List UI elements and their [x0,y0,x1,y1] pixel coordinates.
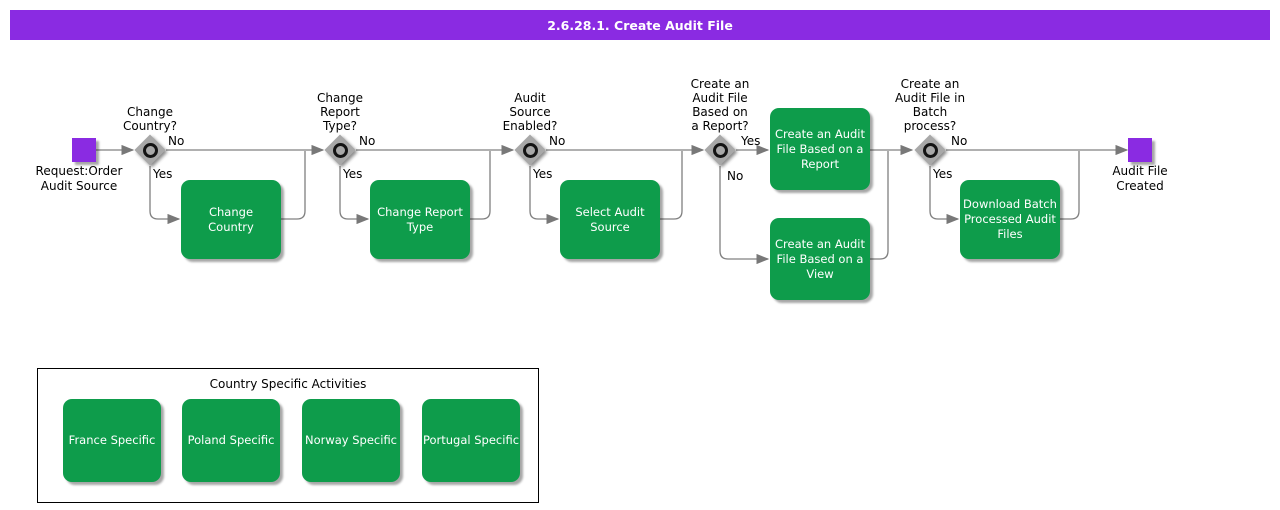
activity-create-audit-file-view[interactable]: Create an Audit File Based on a View [770,218,870,300]
branch-label-no: No [359,134,376,148]
activity-label: Portugal Specific [422,433,520,447]
branch-label-yes: Yes [533,167,553,181]
decision-question-based-on-report: Create an Audit File Based on a Report? [690,77,750,133]
branch-label-yes: Yes [153,167,173,181]
decision-question-change-report-type: Change Report Type? [317,91,363,133]
connector-download-batch-merge [1060,151,1080,220]
activity-poland-specific[interactable]: Poland Specific [182,399,280,482]
decision-batch-process [913,133,946,166]
connector-decision1-yes-to-change-country [149,166,181,225]
activity-label: Select Audit Source [575,204,645,234]
activity-norway-specific[interactable]: Norway Specific [302,399,400,482]
gateway-ring-icon [922,142,938,158]
branch-label-yes: Yes [933,167,953,181]
decision-based-on-report [703,133,736,166]
decision-question-batch-process: Create an Audit File in Batch process? [894,77,966,133]
activity-label: Download Batch Processed Audit Files [963,197,1057,241]
activity-label: Change Country [208,204,254,234]
end-node-label: Audit File Created [1112,164,1168,193]
activity-label: Poland Specific [187,433,275,447]
activity-create-audit-file-report[interactable]: Create an Audit File Based on a Report [770,108,870,190]
start-node-label: Request:Order Audit Source [35,164,123,193]
country-specific-activities-panel: Country Specific Activities France Speci… [37,368,539,503]
gateway-ring-icon [142,142,158,158]
activity-label: Change Report Type [377,204,463,234]
connector-view-activity-merge [870,151,889,260]
diagram-title: 2.6.28.1. Create Audit File [547,17,733,33]
connector-decision3-yes-to-select-audit-source [529,166,560,225]
diagram-title-bar: 2.6.28.1. Create Audit File [10,10,1270,40]
decision-audit-source-enabled [513,133,546,166]
branch-label-yes: Yes [343,167,363,181]
branch-label-yes: Yes [741,134,761,148]
activity-download-batch-files[interactable]: Download Batch Processed Audit Files [960,180,1060,259]
connector-select-audit-source-merge [660,151,683,220]
decision-change-report-type [323,133,356,166]
branch-label-no: No [727,169,744,183]
connector-decision2-yes-to-change-report-type [339,166,370,225]
panel-title: Country Specific Activities [209,377,367,391]
gateway-ring-icon [522,142,538,158]
connector-decision5-yes-to-download-batch [929,166,960,225]
branch-label-no: No [168,134,185,148]
activity-change-report-type[interactable]: Change Report Type [370,180,470,259]
connector-change-country-merge [281,151,306,220]
activity-change-country[interactable]: Change Country [181,180,281,259]
activity-label: Create an Audit File Based on a View [774,236,866,281]
decision-question-change-country: Change Country? [122,105,178,133]
decision-question-audit-source-enabled: Audit Source Enabled? [502,91,558,133]
activity-select-audit-source[interactable]: Select Audit Source [560,180,660,259]
end-node [1128,138,1152,162]
gateway-ring-icon [332,142,348,158]
activity-label: France Specific [68,433,156,447]
gateway-ring-icon [712,142,728,158]
connector-change-report-type-merge [470,151,491,220]
activity-label: Norway Specific [304,433,398,447]
branch-label-no: No [951,134,968,148]
start-node [72,138,96,162]
connector-decision4-no-to-view-activity [719,166,770,265]
branch-label-no: No [549,134,566,148]
activity-portugal-specific[interactable]: Portugal Specific [422,399,520,482]
decision-change-country [133,133,166,166]
activity-france-specific[interactable]: France Specific [63,399,161,482]
activity-label: Create an Audit File Based on a Report [774,126,866,171]
